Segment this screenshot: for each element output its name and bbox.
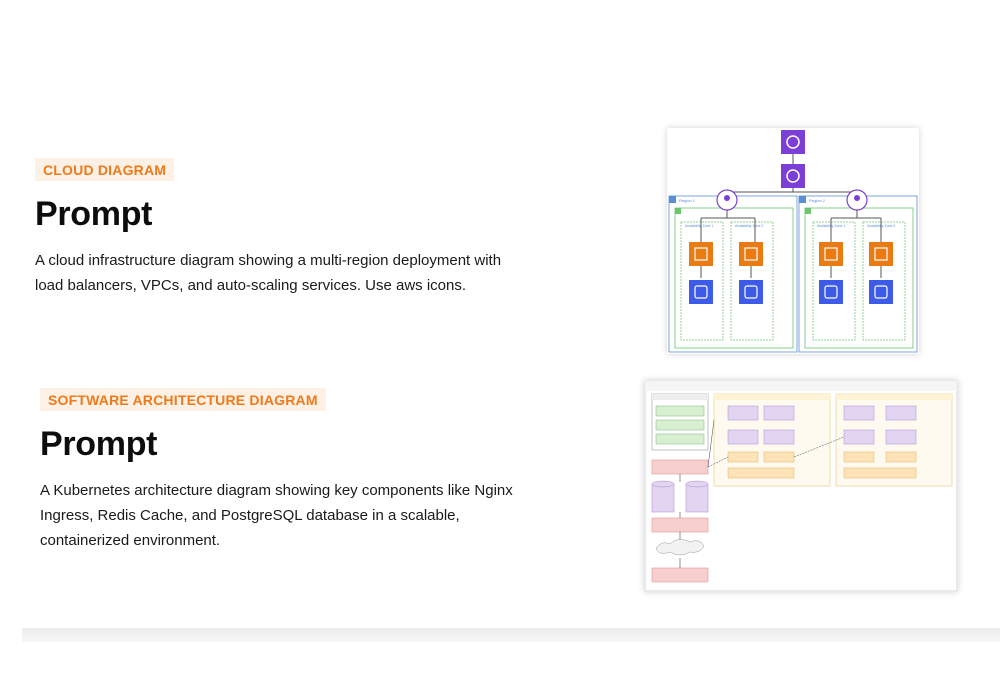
aws-autoscaling-icon <box>869 280 893 304</box>
description-line: load balancers, VPCs, and auto-scaling s… <box>35 277 467 294</box>
description-line: containerized environment. <box>40 532 221 549</box>
aws-autoscaling-icon <box>689 280 713 304</box>
aws-ec2-icon <box>739 242 763 266</box>
description-line: A Kubernetes architecture diagram showin… <box>40 482 513 499</box>
description-line: A cloud infrastructure diagram showing a… <box>35 252 502 269</box>
section-tag: SOFTWARE ARCHITECTURE DIAGRAM <box>40 388 326 411</box>
software-architecture-thumbnail[interactable] <box>644 380 958 592</box>
svg-text:Region 2: Region 2 <box>809 198 826 203</box>
section-heading: Prompt <box>35 195 153 233</box>
software-architecture-image <box>644 380 958 592</box>
software-architecture-section: SOFTWARE ARCHITECTURE DIAGRAM Prompt A K… <box>40 388 600 553</box>
svg-text:Availability Zone 1: Availability Zone 1 <box>685 224 713 228</box>
section-tag: CLOUD DIAGRAM <box>35 158 175 181</box>
aws-autoscaling-icon <box>739 280 763 304</box>
description-line: Ingress, Redis Cache, and PostgreSQL dat… <box>40 507 460 524</box>
aws-ec2-icon <box>869 242 893 266</box>
section-description: A cloud infrastructure diagram showing a… <box>35 248 605 298</box>
cloud-diagram-image: Region 1 Availability Zone 1 Availabilit… <box>668 130 918 353</box>
aws-route53-icon <box>781 164 805 188</box>
section-heading: Prompt <box>40 425 158 463</box>
aws-ec2-icon <box>689 242 713 266</box>
aws-autoscaling-icon <box>819 280 843 304</box>
svg-text:Availability Zone 2: Availability Zone 2 <box>735 224 763 228</box>
section-description: A Kubernetes architecture diagram showin… <box>40 478 600 553</box>
aws-router-icon <box>781 130 805 154</box>
svg-text:Region 1: Region 1 <box>679 198 696 203</box>
cloud-diagram-thumbnail[interactable]: Region 1 Availability Zone 1 Availabilit… <box>667 128 919 354</box>
cloud-diagram-section: CLOUD DIAGRAM Prompt A cloud infrastruct… <box>35 158 605 298</box>
footer-divider <box>22 628 1000 642</box>
aws-ec2-icon <box>819 242 843 266</box>
